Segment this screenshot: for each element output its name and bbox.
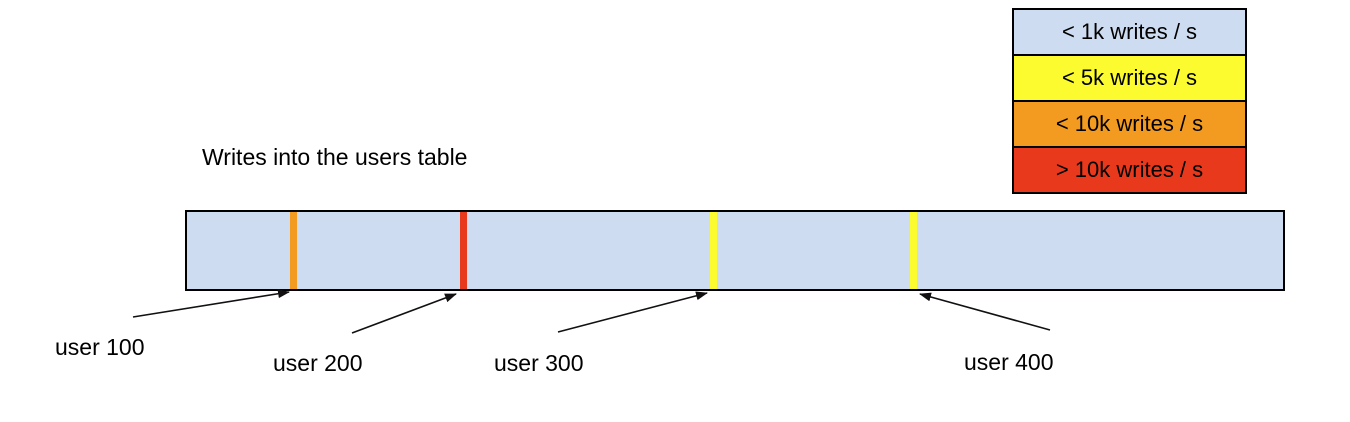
pointer-arrow-user-400 bbox=[919, 292, 1051, 331]
pointer-arrow-user-200 bbox=[351, 293, 457, 334]
legend-item-gt-10k-writes: > 10k writes / s bbox=[1012, 146, 1247, 194]
legend-item-label: < 10k writes / s bbox=[1055, 111, 1204, 136]
legend-item-label: < 5k writes / s bbox=[1061, 65, 1198, 90]
marker-label-user-400: user 400 bbox=[964, 349, 1054, 375]
users-table-bar bbox=[185, 210, 1285, 291]
legend-item-lt-5k-writes: < 5k writes / s bbox=[1012, 54, 1247, 102]
diagram-title: Writes into the users table bbox=[202, 144, 468, 170]
legend-item-lt-10k-writes: < 10k writes / s bbox=[1012, 100, 1247, 148]
legend: < 1k writes / s < 5k writes / s < 10k writ… bbox=[1012, 8, 1247, 194]
hotspot-stripe-user-300 bbox=[710, 212, 717, 289]
pointer-arrow-user-300 bbox=[557, 291, 708, 333]
legend-item-label: < 1k writes / s bbox=[1061, 19, 1198, 44]
marker-label-user-100: user 100 bbox=[55, 334, 145, 360]
marker-label-user-200: user 200 bbox=[273, 350, 363, 376]
hotspot-stripe-user-400 bbox=[910, 212, 917, 289]
pointer-arrow-user-100 bbox=[132, 289, 290, 318]
marker-label-user-300: user 300 bbox=[494, 350, 584, 376]
legend-item-label: > 10k writes / s bbox=[1055, 157, 1204, 182]
legend-item-lt-1k-writes: < 1k writes / s bbox=[1012, 8, 1247, 56]
hotspot-stripe-user-200 bbox=[460, 212, 467, 289]
hotspot-stripe-user-100 bbox=[290, 212, 297, 289]
